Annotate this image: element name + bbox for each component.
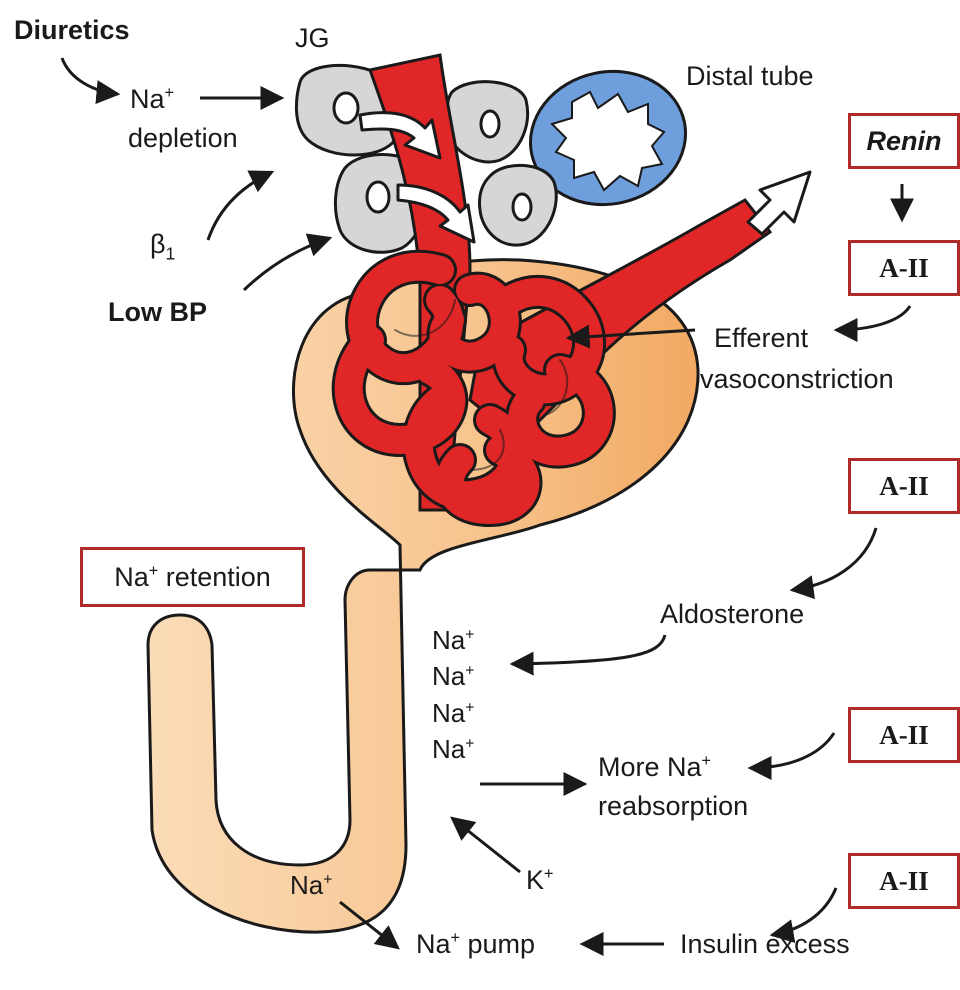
efferent-vasoconstriction-label: Efferent vasoconstriction (700, 318, 894, 399)
tubule-na-ion: Na+ (432, 695, 474, 731)
na-ion: Na (130, 84, 165, 114)
distal-tube-label: Distal tube (686, 60, 814, 92)
k-ion-label: K+ (526, 864, 553, 896)
aldosterone-label: Aldosterone (660, 598, 804, 630)
na-pump-label: Na+ pump (416, 928, 535, 960)
tubule-na-bottom: Na+ (290, 870, 332, 901)
tubule-na-ion: Na+ (432, 622, 474, 658)
na-charge: + (165, 84, 174, 102)
vasoconstriction-text: vasoconstriction (700, 364, 894, 394)
na-retention-text: Na+ retention (114, 562, 271, 593)
a2-text: A-II (879, 253, 929, 284)
k-charge: + (544, 865, 553, 883)
renin-text: Renin (866, 126, 941, 157)
k-text: K (526, 865, 544, 895)
arrow-diuretics (62, 58, 118, 94)
renin-release-arrow (748, 172, 810, 234)
a2-box-efferent: A-II (848, 240, 960, 296)
na-charge: + (149, 562, 158, 580)
na-charge: + (702, 752, 711, 770)
arrow-beta1 (208, 172, 272, 240)
a2-box-reabsorption: A-II (848, 707, 960, 763)
arrow-a2-aldosterone (792, 528, 876, 590)
arrow-a2-reabsorption (750, 733, 834, 768)
more-na-reabsorption-label: More Na+ reabsorption (598, 748, 748, 826)
renin-box: Renin (848, 113, 960, 169)
insulin-excess-label: Insulin excess (680, 928, 850, 960)
na-depletion-label: Na+ depletion (130, 80, 238, 158)
diuretics-label: Diuretics (14, 14, 130, 46)
low-bp-label: Low BP (108, 296, 207, 328)
reabsorption-text: reabsorption (598, 791, 748, 821)
beta1-label: β1 (150, 228, 175, 260)
depletion-text: depletion (128, 123, 238, 153)
na-charge: + (451, 929, 460, 947)
a2-text: A-II (879, 720, 929, 751)
a2-text: A-II (879, 866, 929, 897)
retention-word: retention (158, 562, 271, 592)
na-ion: Na (114, 562, 149, 592)
na-retention-box: Na+ retention (80, 547, 305, 607)
arrow-k-secretion (452, 818, 520, 872)
a2-text: A-II (879, 471, 929, 502)
pump-text: pump (460, 929, 535, 959)
tubule-na-ion: Na+ (432, 731, 474, 767)
tubule-na-ion: Na+ (432, 658, 474, 694)
arrow-low-bp (244, 238, 330, 290)
na-ion: Na (416, 929, 451, 959)
beta-subscript: 1 (166, 243, 176, 263)
arrow-aldosterone-tubule (512, 635, 665, 664)
jg-label: JG (295, 22, 330, 54)
a2-box-insulin: A-II (848, 853, 960, 909)
efferent-text: Efferent (714, 323, 808, 353)
tubule-na-stack: Na+ Na+ Na+ Na+ (432, 622, 474, 768)
beta-symbol: β (150, 229, 166, 259)
a2-box-aldosterone: A-II (848, 458, 960, 514)
more-na-text: More Na (598, 752, 702, 782)
